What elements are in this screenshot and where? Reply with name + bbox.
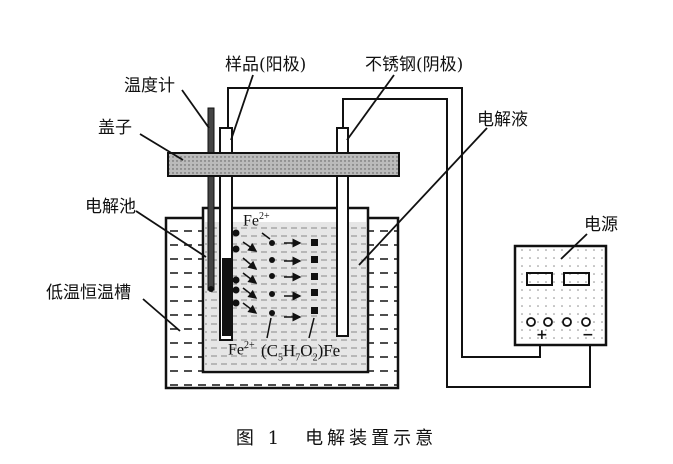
ion-particles xyxy=(232,229,318,339)
wire-anode xyxy=(227,87,541,358)
figure-number: 图 1 xyxy=(235,428,284,449)
label-lid: 盖子 xyxy=(98,118,132,138)
label-sample-anode: 样品(阳极) xyxy=(225,55,307,75)
label-fe-ion-top: Fe2+ xyxy=(243,211,270,230)
sample-electrode xyxy=(222,258,233,336)
leader-lines xyxy=(135,74,588,332)
power-supply xyxy=(513,244,608,347)
label-steel-cathode: 不锈钢(阴极) xyxy=(365,55,464,75)
minus-terminal-label: − xyxy=(582,327,594,343)
lid xyxy=(167,152,400,177)
label-electrolyte: 电解液 xyxy=(477,110,528,130)
label-cell: 电解池 xyxy=(85,197,136,217)
plus-terminal-label: + xyxy=(536,327,548,343)
wire-cathode xyxy=(342,98,591,388)
cathode-tube xyxy=(336,127,349,337)
label-thermometer: 温度计 xyxy=(124,76,175,96)
label-complex: (C5H7O2)Fe xyxy=(261,341,341,364)
label-power: 电源 xyxy=(584,215,618,235)
label-bath: 低温恒温槽 xyxy=(46,283,131,303)
figure-caption: 图 1 电解装置示意 xyxy=(0,424,673,450)
figure-title: 电解装置示意 xyxy=(305,428,438,449)
thermometer xyxy=(207,107,215,291)
label-fe-ion-bottom: Fe2+ xyxy=(228,340,255,359)
